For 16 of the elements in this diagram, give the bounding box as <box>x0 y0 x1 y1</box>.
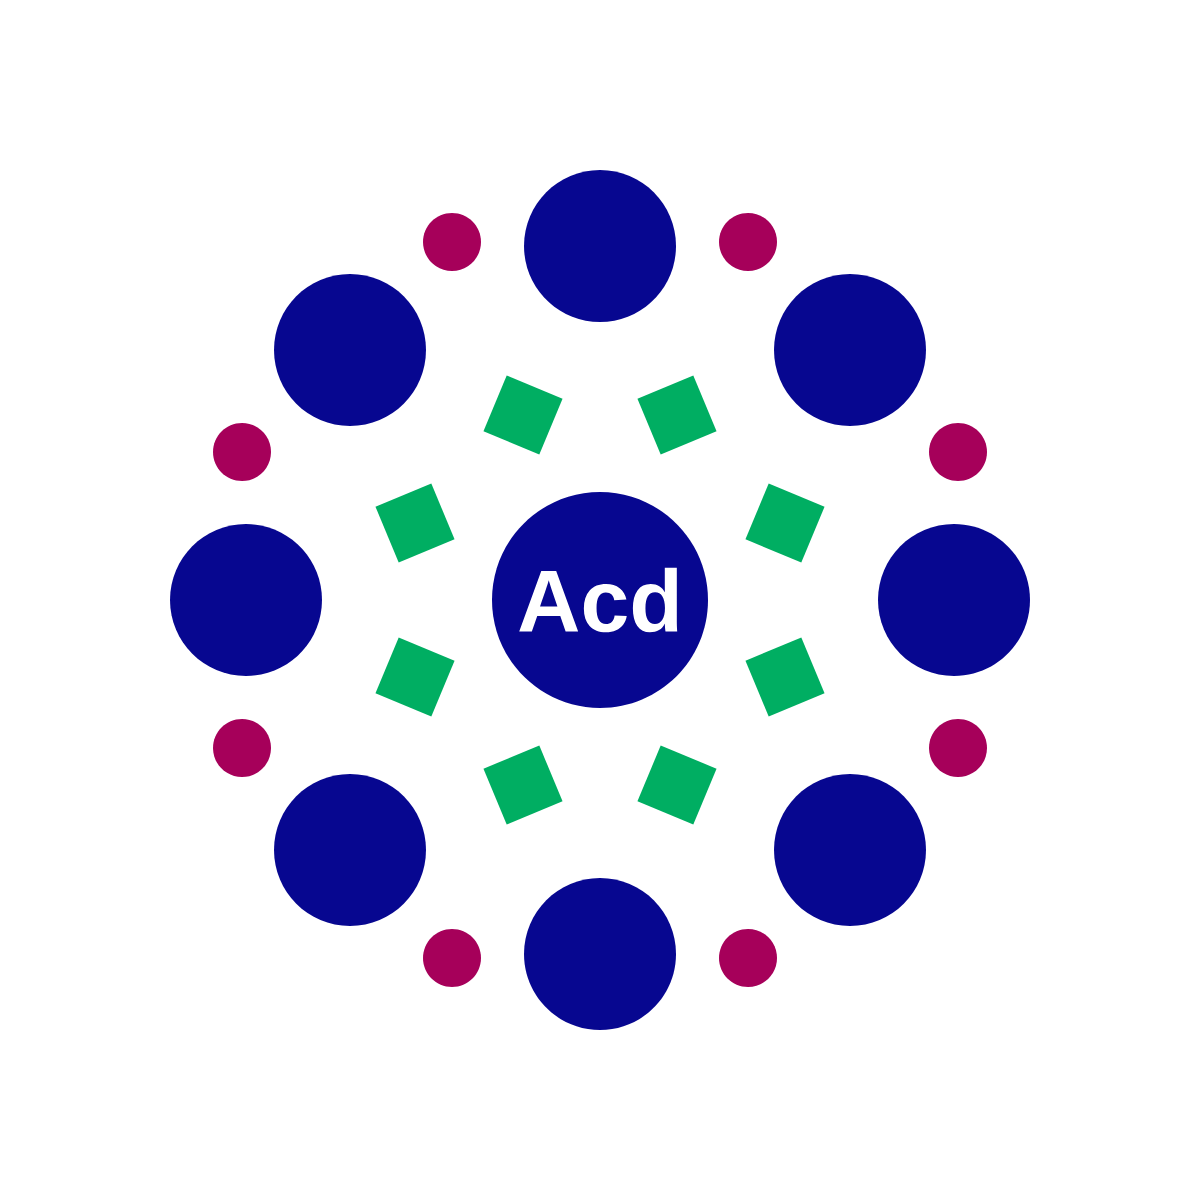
dot <box>423 213 481 271</box>
circle <box>274 774 426 926</box>
dot <box>929 719 987 777</box>
dot <box>213 719 271 777</box>
circle <box>170 524 322 676</box>
dot <box>423 929 481 987</box>
circle <box>524 170 676 322</box>
circle <box>774 274 926 426</box>
circle <box>274 274 426 426</box>
circle <box>878 524 1030 676</box>
circle <box>774 774 926 926</box>
dot <box>719 213 777 271</box>
dot <box>929 423 987 481</box>
dot <box>719 929 777 987</box>
dot <box>213 423 271 481</box>
circle <box>524 878 676 1030</box>
